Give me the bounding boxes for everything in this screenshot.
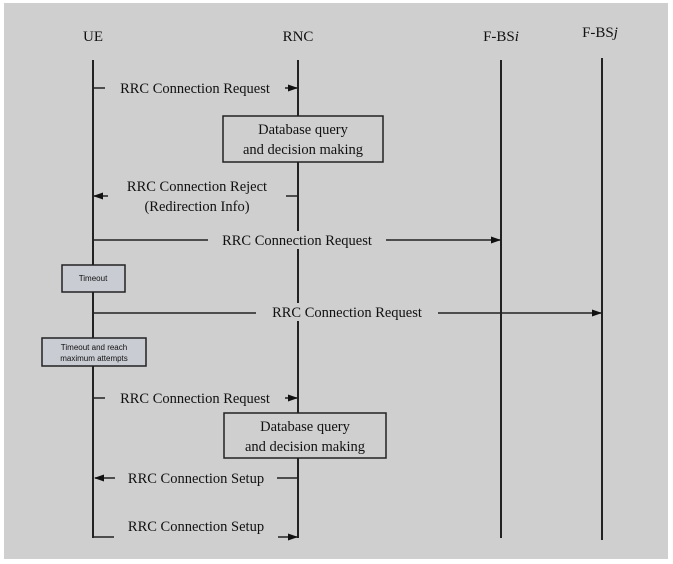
- message-label-line2: (Redirection Info): [144, 199, 249, 215]
- message-7-setup-to-rnc: RRC Connection Setup: [93, 519, 298, 541]
- state-box-timeout: Timeout: [61, 264, 126, 293]
- message-label: RRC Connection Setup: [128, 519, 264, 535]
- message-5-request-to-rnc: RRC Connection Request: [93, 388, 298, 407]
- participant-fbsi-label: F-BSi: [483, 29, 519, 45]
- participant-ue-label: UE: [83, 29, 103, 45]
- message-4-request-to-fbsj: RRC Connection Request: [93, 303, 602, 321]
- message-6-setup-to-ue: RRC Connection Setup: [94, 469, 298, 487]
- message-label: RRC Connection Setup: [128, 471, 264, 487]
- message-1-request-to-rnc: RRC Connection Request: [93, 78, 298, 97]
- process-box-line1: Database query: [260, 419, 351, 435]
- message-label: RRC Connection Request: [272, 305, 422, 321]
- process-box-database-query-2: Database query and decision making: [223, 412, 387, 459]
- process-box-line1: Database query: [258, 122, 349, 138]
- state-box-label-line1: Timeout and reach: [61, 343, 127, 352]
- participant-fbsj-label: F-BSj: [582, 25, 618, 41]
- message-2-reject-to-ue: RRC Connection Reject (Redirection Info): [93, 176, 298, 216]
- process-box-line2: and decision making: [243, 142, 363, 158]
- process-box-database-query-1: Database query and decision making: [222, 115, 384, 163]
- state-box-label: Timeout: [79, 274, 108, 283]
- message-3-request-to-fbsi: RRC Connection Request: [93, 231, 501, 249]
- participant-rnc-label: RNC: [283, 29, 314, 45]
- message-label-line1: RRC Connection Reject: [127, 179, 267, 195]
- message-label: RRC Connection Request: [120, 81, 270, 97]
- process-box-line2: and decision making: [245, 439, 365, 455]
- state-box-label-line2: maximum attempts: [60, 354, 128, 363]
- message-label: RRC Connection Request: [120, 391, 270, 407]
- message-label: RRC Connection Request: [222, 233, 372, 249]
- state-box-timeout-max-attempts: Timeout and reach maximum attempts: [41, 337, 147, 367]
